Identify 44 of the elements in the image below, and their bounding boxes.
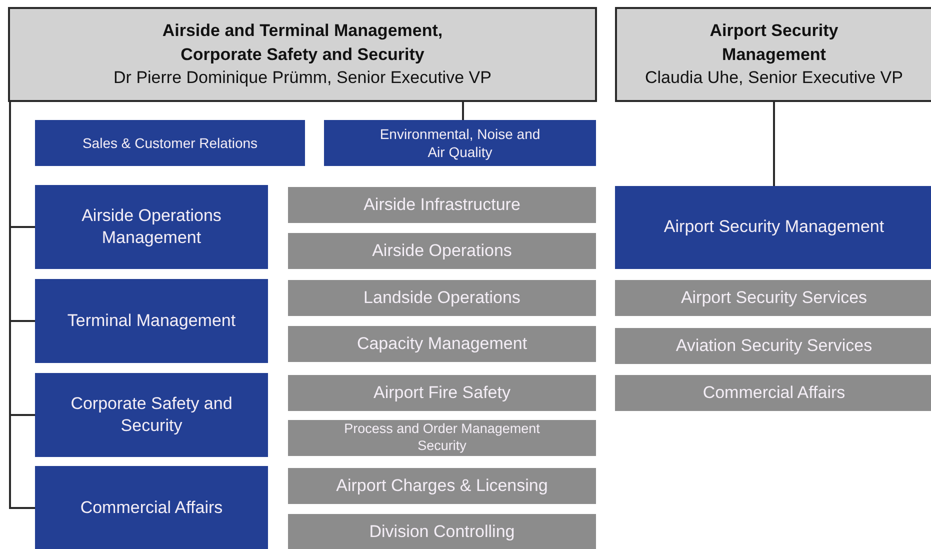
unit-title: Division Controlling	[369, 520, 515, 543]
department-box	[35, 185, 268, 269]
unit-title: Airside and Terminal Management, Corporate Safety and Security	[161, 20, 444, 66]
person-name: Claudia Uhe, Senior Executive VP	[645, 67, 903, 90]
unit-title: Environmental, Noise and Air Quality	[378, 124, 542, 162]
unit-title: Capacity Management	[356, 332, 528, 355]
department-box	[615, 186, 931, 269]
unit-box	[615, 375, 931, 411]
unit-box	[288, 514, 596, 549]
unit-title: Landside Operations	[364, 286, 520, 309]
unit-title: Airport Fire Safety	[374, 382, 510, 404]
unit-title: Commercial Affairs	[702, 382, 846, 404]
connector-line	[462, 102, 464, 120]
header-box	[615, 7, 931, 102]
department-box	[35, 120, 305, 166]
connector-line	[773, 102, 775, 186]
unit-title: Process and Order Management Security	[343, 421, 541, 455]
unit-box	[615, 280, 931, 316]
unit-title: Airport Charges & Licensing	[336, 474, 548, 497]
department-box	[35, 279, 268, 363]
department-box	[324, 120, 596, 166]
unit-box	[288, 233, 596, 269]
unit-box	[288, 420, 596, 456]
department-box	[35, 466, 268, 549]
person-name: Dr Pierre Dominique Prümm, Senior Executive VP	[114, 67, 492, 90]
unit-box	[615, 328, 931, 364]
unit-box	[288, 375, 596, 411]
unit-title: Aviation Security Services	[676, 334, 872, 357]
unit-box	[288, 280, 596, 316]
unit-title: Commercial Affairs	[80, 496, 223, 519]
unit-title: Terminal Management	[67, 310, 236, 332]
unit-box	[288, 468, 596, 504]
unit-title: Corporate Safety and Security	[70, 392, 234, 437]
unit-title: Airport Security Management	[664, 216, 884, 238]
header-box	[8, 7, 597, 102]
unit-box	[288, 187, 596, 223]
unit-title: Sales & Customer Relations	[82, 134, 258, 152]
unit-title: Airport Security Management	[708, 20, 840, 66]
unit-title: Airport Security Services	[680, 286, 868, 309]
department-box	[35, 373, 268, 457]
unit-title: Airside Operations	[372, 240, 512, 262]
unit-box	[288, 326, 596, 362]
unit-title: Airside Infrastructure	[364, 194, 520, 216]
unit-title: Airside Operations Management	[80, 204, 222, 249]
